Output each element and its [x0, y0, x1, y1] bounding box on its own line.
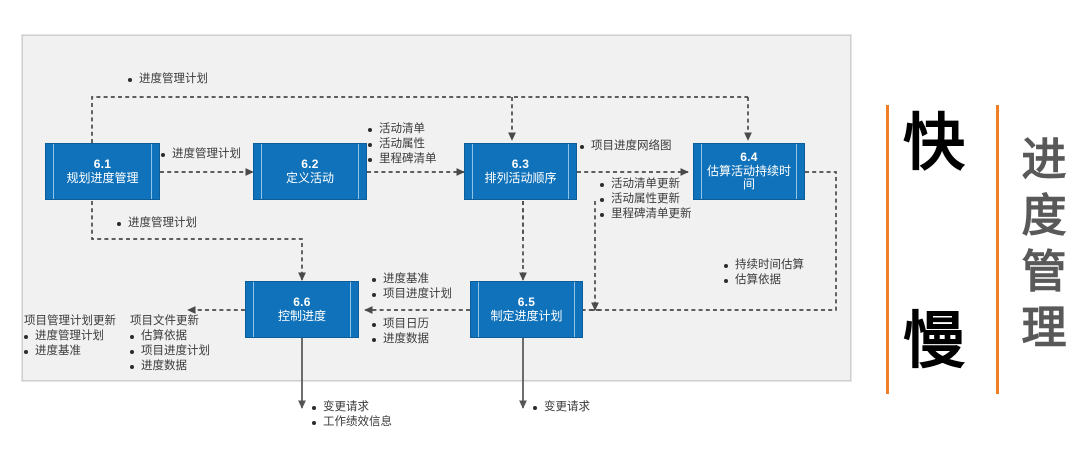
process-box-6-5[interactable]: 6.5 制定进度计划	[470, 281, 583, 338]
process-box-6-2[interactable]: 6.2 定义活动	[253, 143, 367, 200]
label-item: 工作绩效信息	[312, 415, 392, 430]
process-name: 排列活动顺序	[484, 170, 557, 185]
process-box-6-4[interactable]: 6.4 估算活动持续时间	[693, 143, 805, 200]
process-name: 制定进度计划	[490, 308, 563, 323]
process-box-6-3[interactable]: 6.3 排列活动顺序	[464, 143, 577, 200]
brand-char-slow: 慢	[903, 304, 966, 377]
process-number: 6.5	[517, 294, 536, 309]
label-item: 活动清单更新	[600, 177, 692, 192]
label-item: 进度基准	[24, 344, 116, 359]
label-heading: 项目文件更新	[130, 315, 199, 327]
label-item: 进度管理计划	[117, 216, 197, 231]
process-number: 6.3	[511, 156, 530, 171]
process-name: 定义活动	[285, 170, 334, 185]
process-name: 估算活动持续时间	[706, 163, 791, 192]
label-item: 进度管理计划	[161, 147, 241, 162]
brand-title-char: 管	[1021, 245, 1067, 298]
label-item: 项目进度网络图	[580, 139, 672, 154]
label-item: 进度管理计划	[24, 329, 116, 344]
label-item: 活动属性	[368, 137, 437, 152]
label-pm-plan-update: 项目管理计划更新 进度管理计划 进度基准	[24, 314, 116, 359]
label-p4-to-p5: 持续时间估算 估算依据	[724, 258, 804, 288]
label-item: 进度管理计划	[128, 72, 208, 87]
label-doc-update: 项目文件更新 估算依据 项目进度计划 进度数据	[130, 314, 210, 374]
label-p3-to-p4: 项目进度网络图	[580, 139, 672, 154]
label-item: 项目进度计划	[372, 287, 452, 302]
process-name: 控制进度	[277, 308, 326, 323]
process-name: 规划进度管理	[66, 170, 139, 185]
label-heading: 项目管理计划更新	[24, 315, 116, 327]
label-item: 里程碑清单更新	[600, 207, 692, 222]
label-item: 项目日历	[372, 317, 429, 332]
label-p1-to-p2: 进度管理计划	[161, 147, 241, 162]
brand-title-char: 度	[1021, 189, 1067, 242]
label-item: 活动属性更新	[600, 192, 692, 207]
process-box-6-1[interactable]: 6.1 规划进度管理	[45, 143, 160, 200]
label-item: 估算依据	[130, 329, 210, 344]
label-item: 持续时间估算	[724, 258, 804, 273]
label-item: 项目进度计划	[130, 344, 210, 359]
label-p1-to-p6: 进度管理计划	[117, 216, 197, 231]
accent-rule-left	[886, 105, 889, 394]
accent-rule-right	[996, 105, 999, 394]
label-item: 进度基准	[372, 272, 452, 287]
label-p5-to-p6-bottom: 项目日历 进度数据	[372, 317, 429, 347]
label-item: 进度数据	[372, 332, 429, 347]
diagram-panel	[22, 35, 851, 381]
process-number: 6.4	[740, 149, 758, 164]
label-p3-updates: 活动清单更新 活动属性更新 里程碑清单更新	[600, 177, 692, 222]
label-p5-outputs: 变更请求	[533, 400, 590, 415]
label-item: 活动清单	[368, 122, 437, 137]
brand-char-fast: 快	[903, 106, 966, 179]
process-number: 6.2	[301, 156, 319, 171]
process-number: 6.1	[93, 156, 112, 171]
label-item: 里程碑清单	[368, 152, 437, 167]
process-box-6-6[interactable]: 6.6 控制进度	[245, 281, 359, 338]
label-p2-to-p3: 活动清单 活动属性 里程碑清单	[368, 122, 437, 167]
brand-title-char: 进	[1021, 133, 1067, 186]
brand-vertical-title: 进 度 管 理	[1016, 132, 1072, 356]
label-p6-outputs: 变更请求 工作绩效信息	[312, 400, 392, 430]
label-p5-to-p6-top: 进度基准 项目进度计划	[372, 272, 452, 302]
process-number: 6.6	[293, 294, 311, 309]
label-item: 变更请求	[312, 400, 392, 415]
label-top-feedback: 进度管理计划	[128, 72, 208, 87]
label-item: 变更请求	[533, 400, 590, 415]
label-item: 进度数据	[130, 359, 210, 374]
label-item: 估算依据	[724, 273, 804, 288]
brand-title-char: 理	[1021, 301, 1067, 354]
